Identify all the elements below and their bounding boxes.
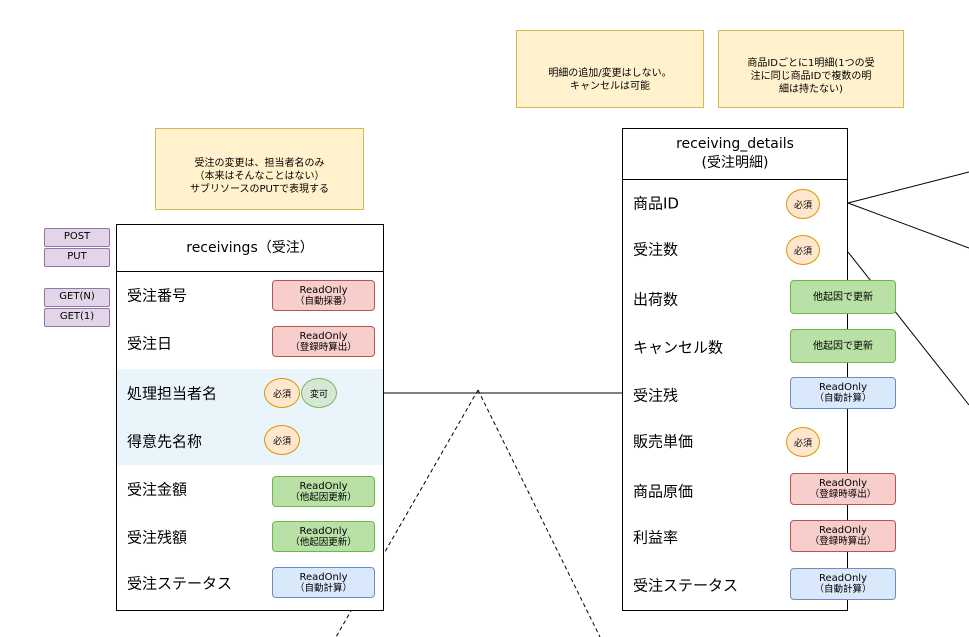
required-badge: 必須	[264, 378, 300, 408]
other-update-badge: 他起因で更新	[790, 280, 896, 314]
note-text: 商品IDごとに1明細(1つの受 注に同じ商品IDで複数の明 細は持たない)	[747, 57, 875, 95]
field-name: 受注残	[633, 386, 679, 405]
badge-sublabel: （自動計算）	[294, 582, 352, 594]
badge-label: ReadOnly	[818, 382, 868, 393]
field-name: 商品原価	[633, 482, 694, 501]
badge-label: ReadOnly	[299, 480, 348, 492]
field-row[interactable]: 受注日 ReadOnly （登録時算出）	[117, 319, 383, 367]
field-name: 出荷数	[633, 290, 679, 309]
field-row[interactable]: 処理担当者名 必須 変可	[117, 369, 383, 417]
badge-sublabel: （登録時算出）	[290, 341, 357, 353]
receiving-details-entity[interactable]: receiving_details (受注明細) 商品ID 必須 受注数 必須 …	[622, 128, 896, 611]
note-text: 明細の追加/変更はしない。 キャンセルは可能	[548, 68, 672, 92]
badge-sublabel: （他起因更新）	[290, 536, 357, 548]
field-row[interactable]: 販売単価 必須	[623, 417, 847, 465]
readonly-badge: ReadOnly （登録時算出）	[272, 326, 375, 357]
readonly-badge: ReadOnly （登録時算出）	[790, 520, 896, 552]
field-row[interactable]: 得意先名称 必須	[117, 417, 383, 465]
required-badge: 必須	[786, 235, 820, 265]
field-row[interactable]: 利益率 ReadOnly （登録時算出）	[623, 513, 896, 561]
field-row[interactable]: キャンセル数 他起因で更新	[623, 323, 896, 371]
note-one-per-product: 商品IDごとに1明細(1つの受 注に同じ商品IDで複数の明 細は持たない)	[718, 30, 904, 108]
badge-sublabel: （自動採番）	[294, 295, 352, 307]
note-receivings-change: 受注の変更は、担当者名のみ （本来はそんなことはない） サブリソースのPUTで表…	[155, 128, 364, 210]
field-name: 受注残額	[127, 528, 188, 547]
field-name: 得意先名称	[127, 432, 203, 451]
note-text: 受注の変更は、担当者名のみ （本来はそんなことはない） サブリソースのPUTで表…	[190, 157, 329, 195]
field-name: 受注金額	[127, 480, 188, 499]
entity-title: receivings（受注）	[117, 225, 383, 272]
method-get-1-tag: GET(1)	[44, 308, 110, 327]
field-name: 利益率	[633, 528, 679, 547]
field-name: 商品ID	[633, 194, 679, 213]
entity-title: receiving_details (受注明細)	[623, 129, 847, 180]
field-row[interactable]: 受注ステータス ReadOnly （自動計算）	[623, 561, 896, 609]
field-row[interactable]: 受注残 ReadOnly （自動計算）	[623, 371, 896, 419]
field-row[interactable]: 受注金額 ReadOnly （他起因更新）	[117, 465, 383, 513]
required-badge: 必須	[786, 189, 820, 219]
required-badge: 必須	[786, 427, 820, 457]
method-put-tag: PUT	[44, 248, 110, 267]
readonly-badge: ReadOnly （自動計算）	[790, 377, 896, 409]
badge-sublabel: （自動計算）	[814, 584, 872, 595]
badge-label: ReadOnly	[299, 284, 348, 296]
receivings-entity[interactable]: receivings（受注） 受注番号 ReadOnly （自動採番） 受注日 …	[116, 224, 384, 611]
field-name: 受注数	[633, 240, 679, 259]
other-update-badge: 他起因で更新	[790, 329, 896, 363]
badge-label: ReadOnly	[818, 478, 868, 489]
badge-sublabel: （登録時導出）	[809, 489, 877, 500]
field-name: 販売単価	[633, 432, 694, 451]
field-name: 受注ステータス	[127, 574, 233, 593]
method-get-n-tag: GET(N)	[44, 288, 110, 307]
mutable-badge: 変可	[301, 378, 337, 408]
readonly-badge: ReadOnly （他起因更新）	[272, 521, 375, 552]
field-name: キャンセル数	[633, 338, 724, 357]
field-row[interactable]: 商品原価 ReadOnly （登録時導出）	[623, 467, 896, 515]
badge-label: ReadOnly	[299, 330, 348, 342]
field-name: 受注日	[127, 334, 173, 353]
badge-label: 他起因で更新	[813, 291, 873, 303]
method-post-tag: POST	[44, 228, 110, 247]
readonly-badge: ReadOnly （自動採番）	[272, 280, 375, 311]
field-row[interactable]: 受注残額 ReadOnly （他起因更新）	[117, 513, 383, 561]
readonly-badge: ReadOnly （登録時導出）	[790, 473, 896, 505]
field-row[interactable]: 商品ID 必須	[623, 179, 847, 227]
field-name: 受注ステータス	[633, 576, 739, 595]
field-row[interactable]: 受注番号 ReadOnly （自動採番）	[117, 271, 383, 319]
badge-sublabel: （他起因更新）	[290, 491, 357, 503]
note-no-change: 明細の追加/変更はしない。 キャンセルは可能	[516, 30, 704, 108]
badge-label: ReadOnly	[299, 571, 348, 583]
badge-sublabel: （自動計算）	[814, 393, 872, 404]
field-row[interactable]: 受注数 必須	[623, 225, 847, 273]
readonly-badge: ReadOnly （自動計算）	[272, 567, 375, 598]
badge-label: 他起因で更新	[813, 340, 873, 352]
field-name: 受注番号	[127, 286, 188, 305]
badge-label: ReadOnly	[818, 525, 868, 536]
field-row[interactable]: 受注ステータス ReadOnly （自動計算）	[117, 559, 383, 607]
badge-label: ReadOnly	[818, 573, 868, 584]
readonly-badge: ReadOnly （他起因更新）	[272, 476, 375, 507]
readonly-badge: ReadOnly （自動計算）	[790, 568, 896, 600]
badge-sublabel: （登録時算出）	[809, 536, 877, 547]
badge-label: ReadOnly	[299, 525, 348, 537]
field-row[interactable]: 出荷数 他起因で更新	[623, 275, 896, 323]
field-name: 処理担当者名	[127, 384, 218, 403]
required-badge: 必須	[264, 425, 300, 455]
